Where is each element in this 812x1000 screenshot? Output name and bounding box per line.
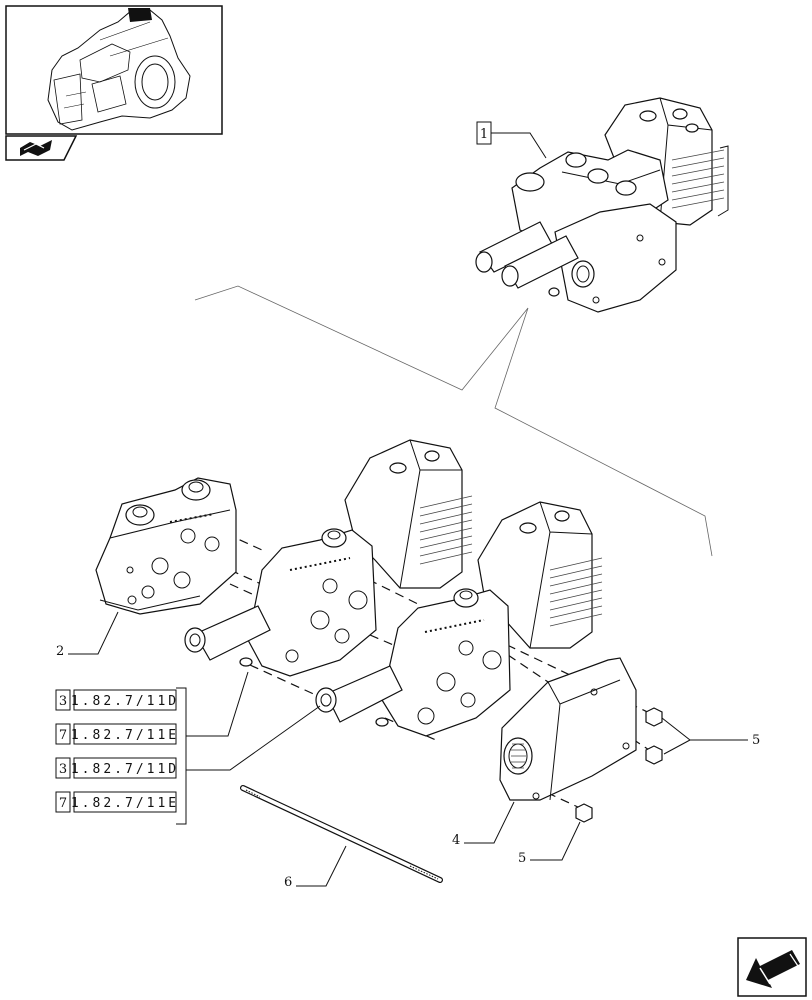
callout-5-lower: 5 [518, 821, 581, 866]
reference-row-4[interactable]: 7 1.82.7/11E [55, 791, 179, 813]
reference-list: 3 1.82.7/11D 7 1.82.7/11E 3 1.82.7/11D 7… [55, 671, 321, 825]
zoom-connector [194, 285, 713, 557]
reference-row-1[interactable]: 3 1.82.7/11D [55, 689, 179, 711]
reference-index-3: 3 [59, 762, 67, 777]
callout-label-1: 1 [480, 127, 488, 142]
reference-leader-upper [186, 671, 249, 737]
next-page-arrow-icon [746, 950, 800, 988]
reference-leader-lower [186, 705, 321, 771]
assembled-valve-group [475, 97, 729, 313]
thumbnail-frame [5, 5, 223, 135]
reference-index-2: 7 [59, 728, 67, 743]
tie-rod-part-6 [240, 785, 443, 883]
reference-code-1: 1.82.7/11D [71, 694, 179, 709]
reference-code-3: 1.82.7/11D [71, 762, 179, 777]
callout-label-5-upper: 5 [752, 733, 760, 748]
callout-label-2: 2 [56, 644, 64, 659]
reference-index-4: 7 [59, 796, 67, 811]
transmission-housing-thumbnail [47, 8, 191, 131]
reference-code-4: 1.82.7/11E [71, 796, 179, 811]
callout-2: 2 [56, 611, 119, 659]
callout-label-5-lower: 5 [518, 851, 526, 866]
reference-index-1: 3 [59, 694, 67, 709]
reference-row-2[interactable]: 7 1.82.7/11E [55, 723, 179, 745]
callout-1: 1 [476, 121, 547, 159]
end-cover-part-4 [499, 657, 637, 801]
callout-label-4: 4 [452, 833, 460, 848]
callout-4: 4 [452, 801, 515, 848]
front-working-section [315, 501, 603, 737]
nuts-part-5 [575, 707, 663, 823]
callout-6: 6 [284, 845, 347, 890]
reference-row-3[interactable]: 3 1.82.7/11D [55, 757, 179, 779]
book-icon [20, 140, 52, 156]
callout-5-upper: 5 [661, 717, 760, 755]
book-icon-tab[interactable] [5, 135, 78, 161]
reference-bracket [176, 687, 187, 825]
middle-working-section [184, 439, 473, 677]
next-page-button[interactable] [737, 937, 807, 997]
reference-code-2: 1.82.7/11E [71, 728, 179, 743]
end-section-part-2 [95, 477, 237, 615]
callout-label-6: 6 [284, 875, 292, 890]
